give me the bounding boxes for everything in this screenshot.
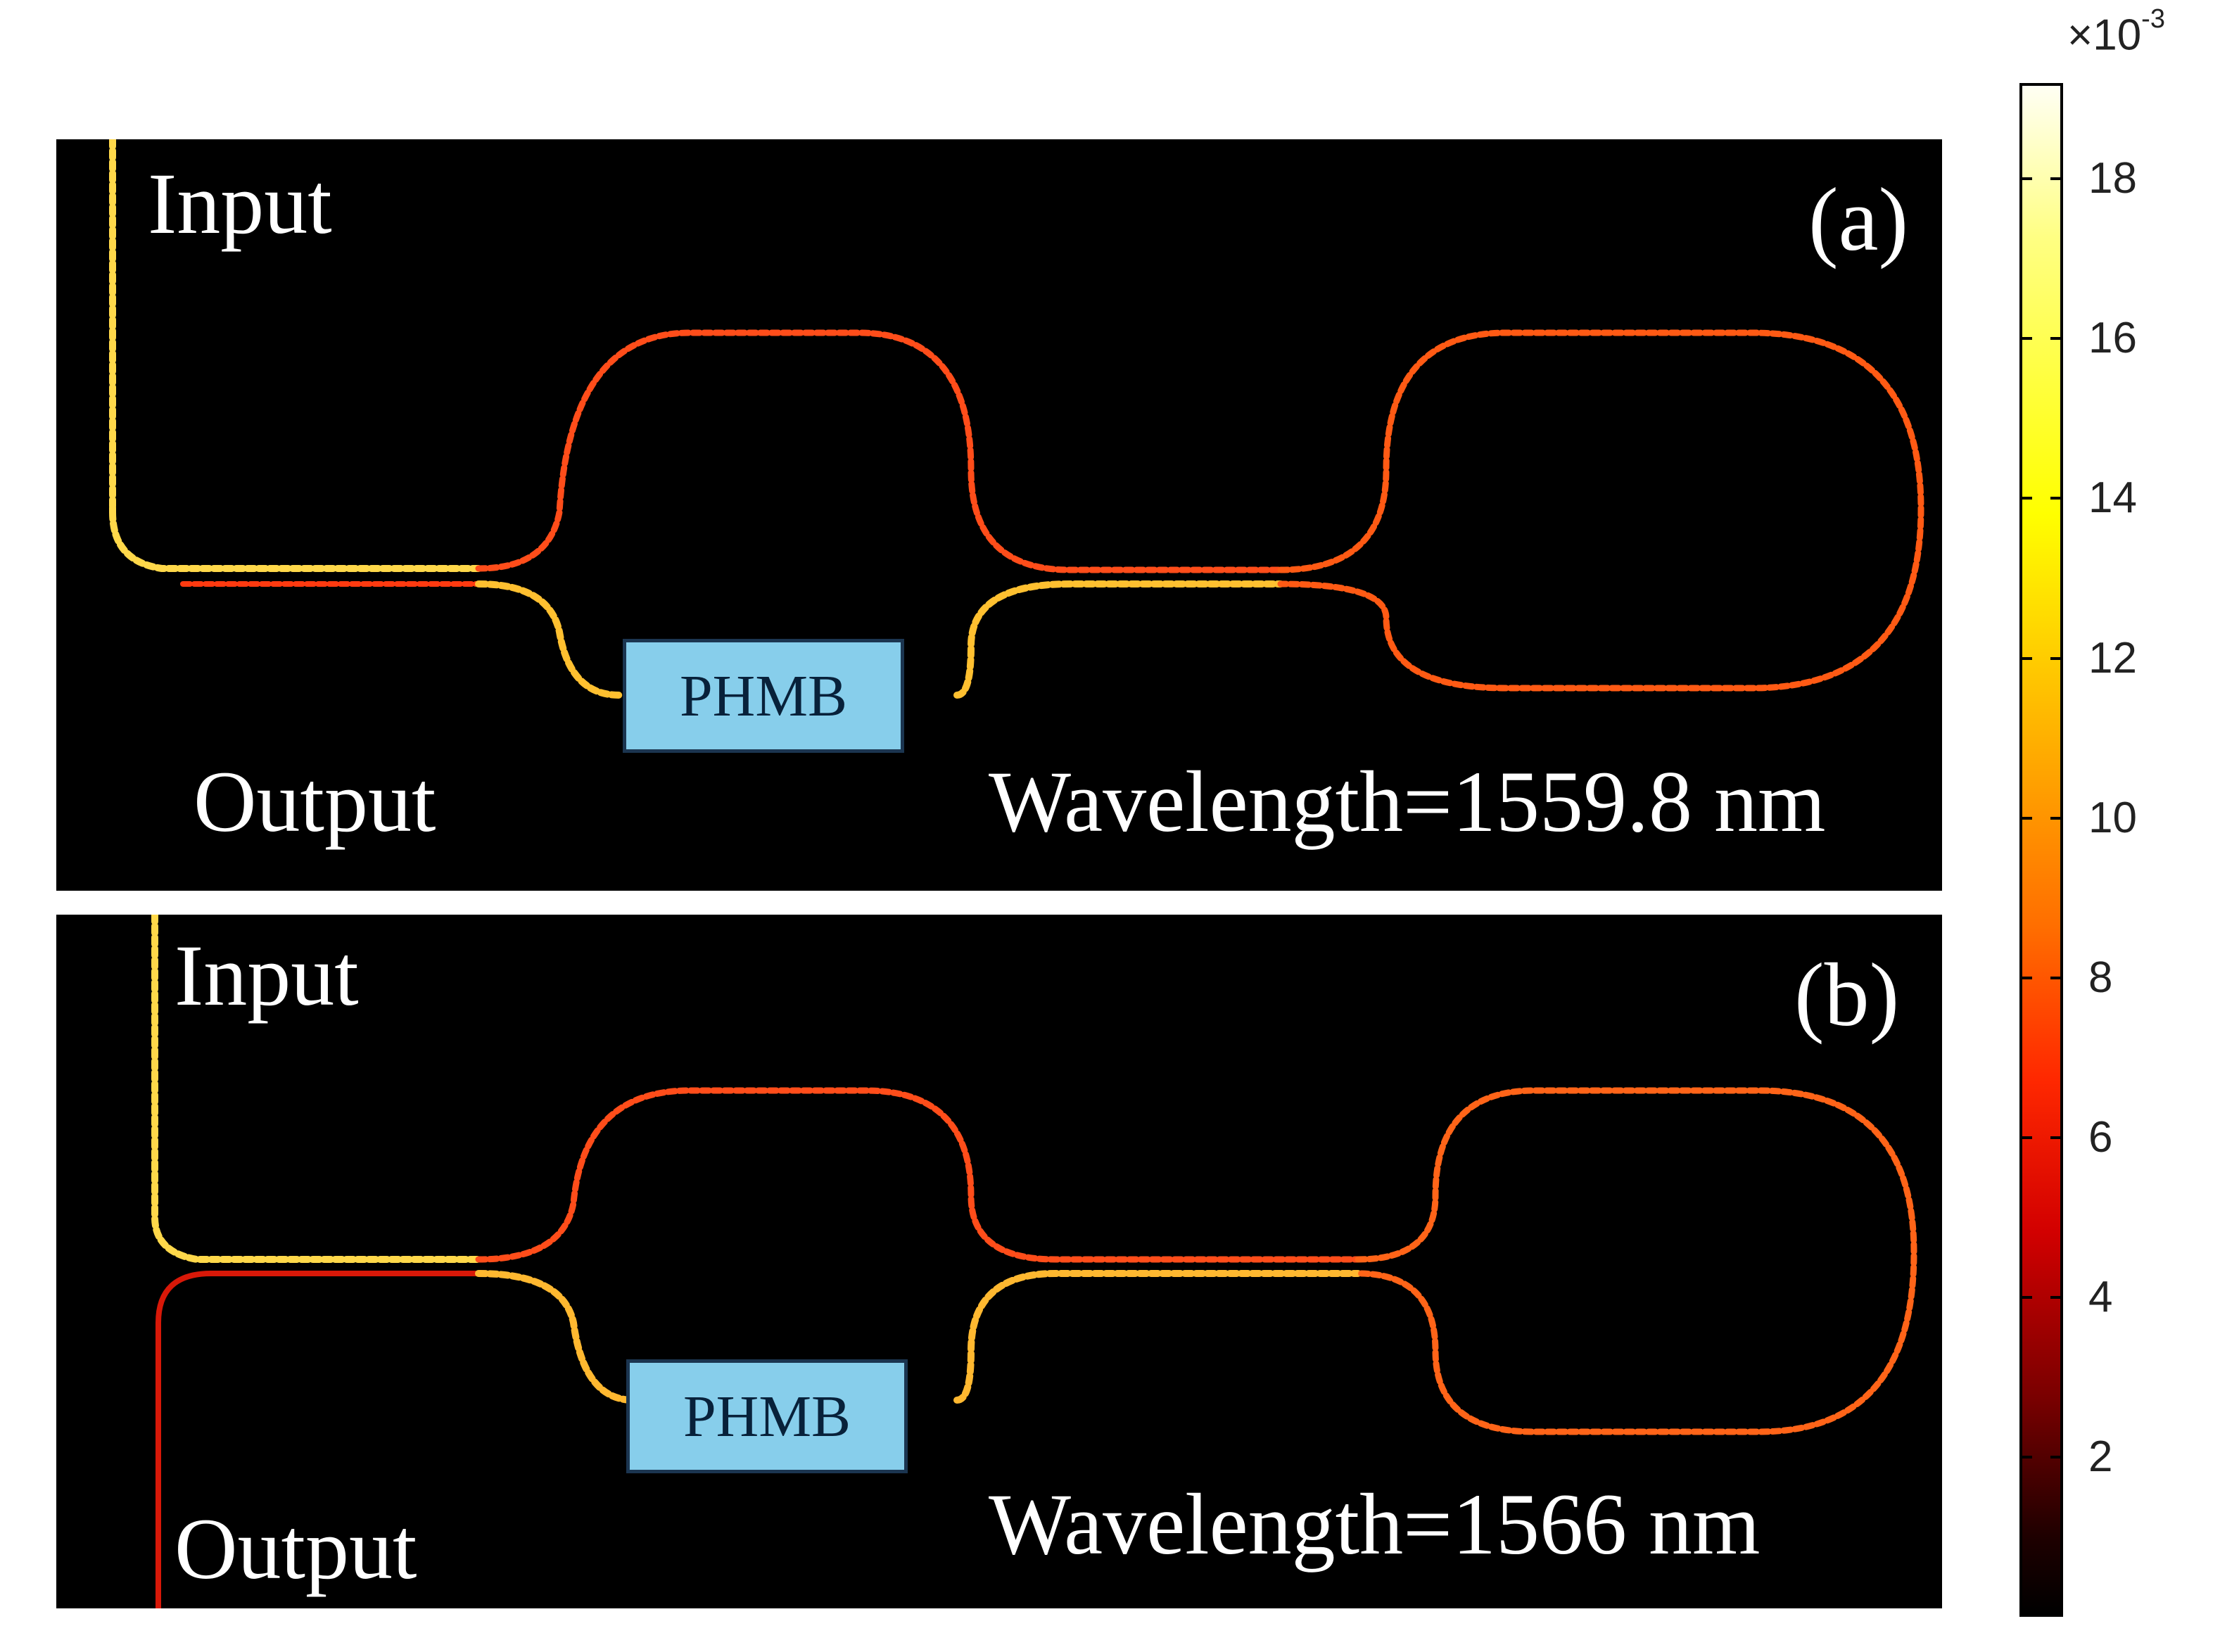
colorbar-tick	[2050, 177, 2060, 181]
waveguide-field-a	[109, 139, 1924, 699]
colorbar-tick	[2022, 177, 2032, 181]
colorbar-tick	[2050, 656, 2060, 660]
colorbar-tick	[2050, 1295, 2060, 1299]
colorbar-gradient	[2019, 83, 2063, 1617]
colorbar-tick	[2022, 1455, 2032, 1459]
colorbar-tick-label: 6	[2088, 1112, 2113, 1162]
wavelength-label: Wavelength=1566 nm	[989, 1476, 1761, 1572]
ring1-top	[475, 329, 1284, 573]
ring1-bottom	[475, 580, 1284, 699]
colorbar	[2019, 83, 2069, 1617]
input-waveguide	[151, 915, 482, 1263]
colorbar-tick-label: 2	[2088, 1432, 2113, 1481]
ring1-top	[475, 1087, 1362, 1263]
colorbar-tick-label: 18	[2088, 154, 2137, 203]
output-label: Output	[175, 1501, 417, 1597]
colorbar-tick	[2050, 337, 2060, 341]
phmb-box: PHMB	[626, 1359, 908, 1473]
colorbar-exponent: ×10-3	[2067, 4, 2165, 60]
ring2	[1277, 329, 1924, 692]
colorbar-tick	[2022, 337, 2032, 341]
colorbar-tick-label: 10	[2088, 793, 2137, 842]
waveguide-field-b	[151, 915, 1917, 1608]
colorbar-tick-label: 12	[2088, 633, 2137, 682]
colorbar-tick	[2050, 976, 2060, 979]
panel-tag: (b)	[1794, 945, 1900, 1045]
phmb-box: PHMB	[623, 639, 904, 753]
ring2	[1355, 1087, 1917, 1435]
colorbar-tick	[2050, 816, 2060, 820]
input-label: Input	[175, 927, 359, 1024]
wavelength-label: Wavelength=1559.8 nm	[989, 754, 1826, 850]
output-label: Output	[194, 754, 436, 850]
input-waveguide	[109, 139, 482, 572]
panel-tag: (a)	[1808, 170, 1909, 269]
colorbar-tick	[2022, 976, 2032, 979]
colorbar-tick-label: 14	[2088, 474, 2137, 523]
colorbar-tick	[2050, 1136, 2060, 1139]
colorbar-tick	[2022, 1295, 2032, 1299]
colorbar-tick-label: 4	[2088, 1272, 2113, 1321]
colorbar-tick	[2022, 497, 2032, 500]
field-map-panel-b: Input (b) PHMB Output Wavelength=1566 nm	[56, 915, 1942, 1608]
drop-waveguide	[156, 1271, 481, 1608]
colorbar-tick	[2022, 656, 2032, 660]
colorbar-tick-label: 16	[2088, 314, 2137, 363]
colorbar-tick	[2050, 1455, 2060, 1459]
colorbar-tick	[2022, 1136, 2032, 1139]
colorbar-tick	[2022, 816, 2032, 820]
field-map-panel-a: Input (a) PHMB Output Wavelength=1559.8 …	[56, 139, 1942, 891]
ring1-bottom	[475, 1270, 1362, 1404]
colorbar-tick	[2050, 497, 2060, 500]
colorbar-tick-label: 8	[2088, 953, 2113, 1002]
input-label: Input	[148, 155, 332, 252]
